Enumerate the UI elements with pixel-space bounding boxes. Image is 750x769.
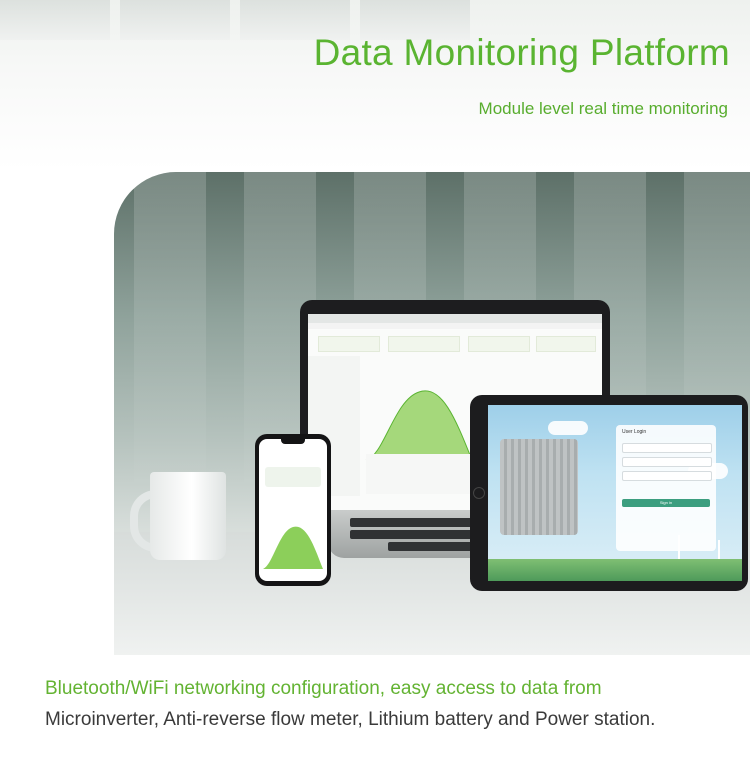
page-title: Data Monitoring Platform [313, 32, 730, 73]
sign-in-label: Sign in [659, 500, 673, 505]
login-title: User Login [622, 429, 647, 435]
login-card: User Login Sign in [616, 425, 716, 551]
microinverter-image [500, 439, 578, 535]
sign-in-button[interactable]: Sign in [622, 499, 710, 507]
header-background [0, 0, 750, 170]
password-field[interactable] [622, 457, 712, 467]
page-subtitle: Module level real time monitoring [478, 99, 728, 118]
generation-chart [365, 390, 473, 461]
captcha-field[interactable] [622, 471, 712, 481]
tablet-home-button [473, 487, 485, 499]
mobile-app-screen [259, 439, 327, 581]
solar-panel-decoration [0, 0, 110, 40]
coffee-mug [150, 472, 226, 560]
feature-line-1: Bluetooth/WiFi networking configuration,… [45, 678, 602, 699]
mobile-chart [263, 526, 323, 569]
tablet: User Login Sign in [470, 395, 748, 591]
username-field[interactable] [622, 443, 712, 453]
smartphone [255, 434, 331, 586]
solar-panel-decoration [360, 0, 470, 40]
devices-photo: User Login Sign in [114, 172, 750, 655]
solar-panel-decoration [240, 0, 350, 40]
feature-line-2: Microinverter, Anti-reverse flow meter, … [45, 709, 656, 730]
solar-panel-decoration [120, 0, 230, 40]
tablet-screen: User Login Sign in [488, 405, 742, 581]
